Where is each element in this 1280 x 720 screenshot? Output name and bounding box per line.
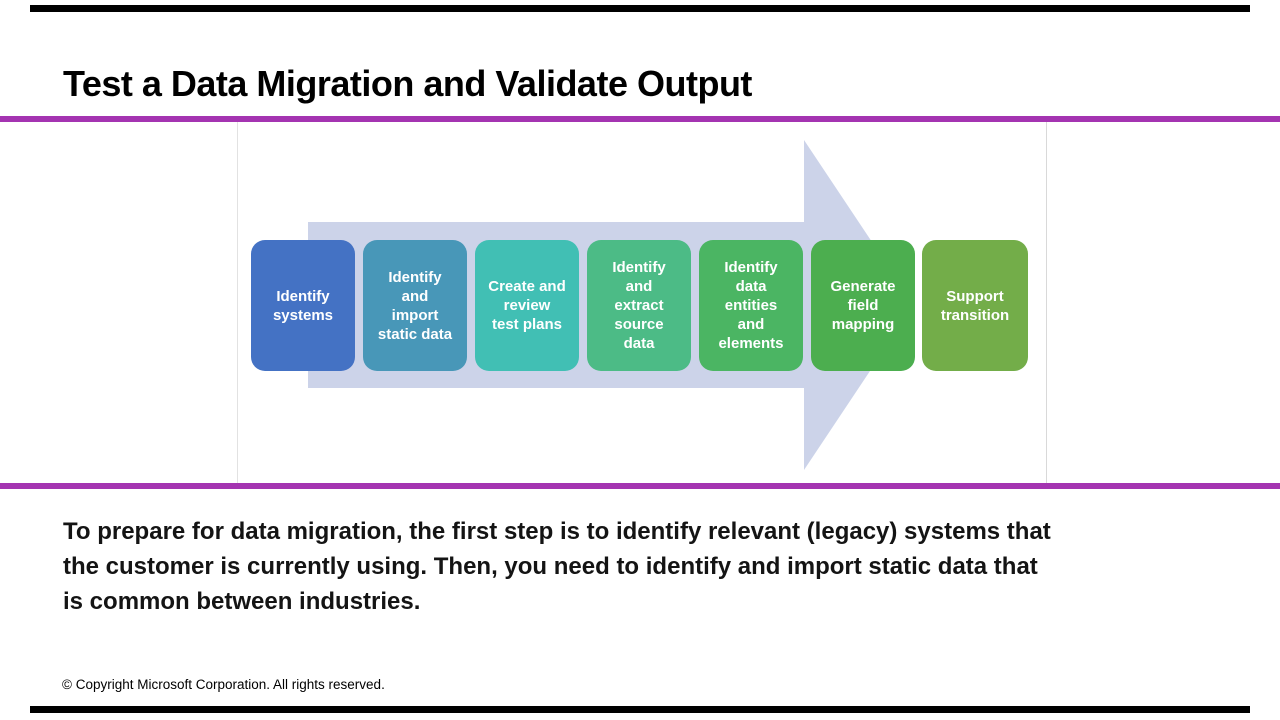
top-edge-bar [30, 5, 1250, 12]
diagram-frame: Identify systems Identify and import sta… [237, 122, 1047, 483]
process-step-label: Identify and import static data [377, 268, 453, 343]
body-line: To prepare for data migration, the first… [63, 518, 1051, 545]
process-step-label: Generate field mapping [830, 278, 896, 333]
process-step-label: Support transition [940, 287, 1010, 324]
accent-rule-bottom [0, 483, 1280, 489]
bottom-edge-bar [30, 706, 1250, 713]
process-step: Identify and import static data [363, 240, 467, 371]
process-step-label: Create and review test plans [488, 278, 566, 333]
process-step-label: Identify and extract source data [612, 259, 666, 352]
process-step: Support transition [922, 240, 1028, 371]
accent-rule-top [0, 116, 1280, 122]
body-line: is common between industries. [63, 588, 421, 615]
slide-title: Test a Data Migration and Validate Outpu… [63, 63, 752, 104]
process-step: Create and review test plans [475, 240, 579, 371]
body-paragraph: To prepare for data migration, the first… [63, 514, 1233, 619]
process-step: Generate field mapping [811, 240, 915, 371]
process-step: Identify and extract source data [587, 240, 691, 371]
body-line: the customer is currently using. Then, y… [63, 553, 1038, 580]
process-step: Identify systems [251, 240, 355, 371]
copyright-notice: © Copyright Microsoft Corporation. All r… [62, 677, 385, 692]
process-step-label: Identify systems [272, 287, 334, 324]
process-step: Identify data entities and elements [699, 240, 803, 371]
process-step-label: Identify data entities and elements [718, 259, 784, 352]
